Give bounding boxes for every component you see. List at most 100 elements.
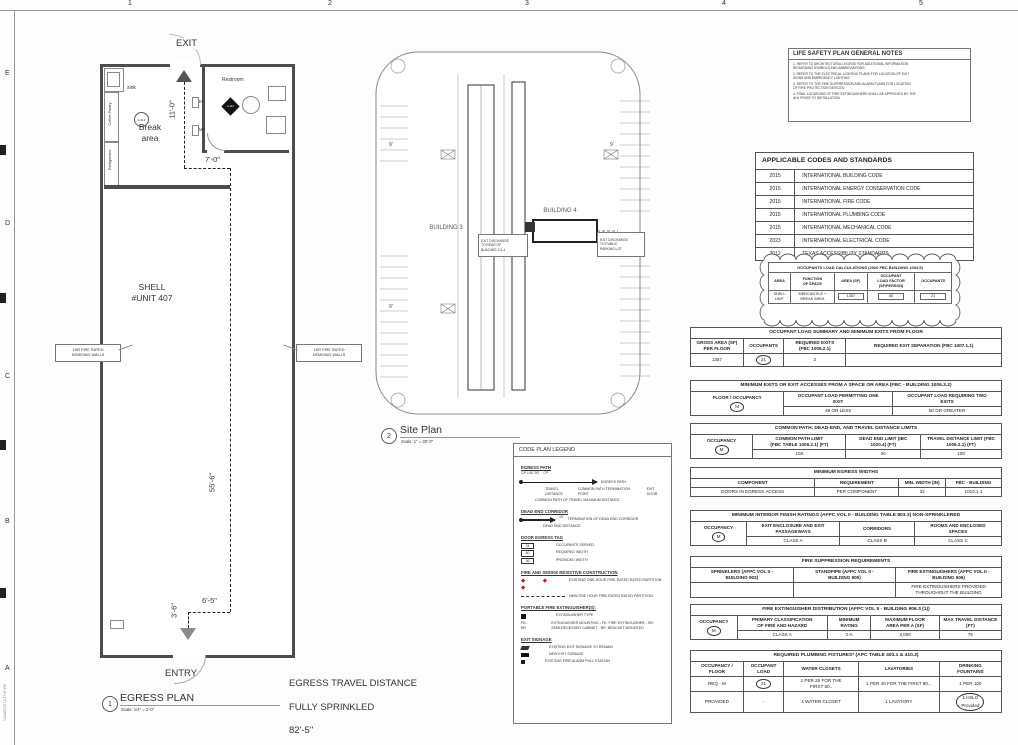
plumbing-fixtures-table: REQUIRED PLUMBING FIXTURES* (APC TABLE 4… (690, 649, 1003, 713)
ruler-line-top (0, 10, 1018, 11)
table-cell: MINIMUM RATING (826, 615, 872, 632)
egress-path-segment (188, 612, 230, 613)
restroom-bottom-wall (202, 150, 289, 153)
cp-max-distance-label: COMMON PATH OF TRAVEL MAXIMUM DISTANCE (535, 498, 620, 503)
ruler-line-left (14, 10, 15, 745)
table-cell: 2015 (754, 182, 796, 196)
table-cell: 3,000 (870, 630, 940, 641)
table-cell: CLASS A (745, 536, 841, 547)
table-title: REQUIRED PLUMBING FIXTURES* (APC TABLE 4… (690, 649, 1002, 663)
coffee-pantry-label: Coffee Pantry (108, 102, 112, 126)
table-cell: 100 (752, 449, 847, 460)
fe-symbol-label: FE-BR (521, 621, 527, 631)
legend-section-heading: DOOR EGRESS TAG (521, 534, 563, 540)
table-cell: 2-A (826, 630, 872, 641)
code-plan-legend: CODE PLAN LEGEND EGRESS PATH CP 100' 50'… (513, 443, 672, 724)
sink (107, 72, 120, 87)
table-title: COMMON PATH, DEAD-END, AND TRAVEL DISTAN… (690, 422, 1002, 436)
view-number-text: 2 (387, 432, 391, 440)
fire-rated-diamonds-icon: ◆ ◆ ◆ (521, 578, 555, 592)
table-cell (792, 582, 897, 599)
table-cell: PROVIDED (690, 691, 744, 713)
table-cell: 60 (866, 289, 916, 304)
exit-door-label: EXIT DOOR (646, 486, 658, 496)
table-cell: WATER CLOSETS (783, 661, 859, 678)
table-cell: 2015 (754, 208, 796, 222)
legend-section-heading: DEAD END CORRIDOR (521, 509, 569, 515)
table-cell: 50 OR GREATER (892, 406, 1002, 417)
legend-section-heading: EGRESS PATH (521, 465, 552, 470)
table-title: APPLICABLE CODES AND STANDARDS (755, 152, 974, 170)
ruler-number: 4 (722, 0, 726, 7)
dead-end-distance-label: DEAD END DISTANCE (543, 524, 581, 529)
table-cell: DEAD END LIMIT (IBC 1020.4) (FT) (845, 434, 922, 451)
panel (110, 620, 124, 629)
egress-path-segment (184, 82, 185, 168)
cp-distance-label: CP 100' 50' (521, 471, 540, 475)
table-cell: MAXIMUM FLOOR AREA PER A (SF) (870, 615, 940, 632)
table-cell: SPRINKLERS (AFPC VOL II - BUILDING 903) (690, 567, 794, 584)
ruler-letter: C (5, 373, 11, 380)
shell-unit-label: SHELL #UNIT 407 (131, 282, 173, 304)
interior-finish-table: MINIMUM INTERIOR FINISH RATINGS (AFPC VO… (690, 509, 1003, 547)
table-cell: CLASS C (913, 536, 1003, 547)
egress-path-segment (230, 168, 231, 612)
break-area-wall (104, 185, 230, 189)
ruler-tick (0, 440, 6, 450)
door-tag-required: 50 (521, 550, 534, 557)
restroom-left-wall (202, 66, 205, 153)
table-cell: 1 PER 25 FOR THE FIRST 50.. (783, 676, 859, 693)
ep-label: EP (199, 99, 205, 104)
room-tag-label: A-113 (227, 104, 234, 108)
existing-exit-sign-icon (520, 645, 530, 650)
ruler-letter: B (5, 518, 10, 525)
table-cell: 1357 (690, 353, 744, 368)
occupant-load-calc-table: OCCUPANTS LOAD CALCULATIONS (2020 FBC BU… (768, 261, 952, 304)
extinguisher-mounting-label: EXTINGUISHER MOUNTING - FE: FIRE EXTINGU… (551, 621, 654, 631)
exit-discharge-public-text: EXIT DISCHARGE TO PUBLIC PARKING LOT (600, 238, 628, 251)
door-tag-occupants: 24 (521, 542, 534, 550)
view-number-2: 2 (381, 428, 397, 444)
table-cell: 21 (914, 289, 952, 304)
general-notes: LIFE SAFETY PLAN GENERAL NOTES 1. REFER … (788, 48, 971, 122)
demising-wall-note-left: 1HR FIRE RATED DEMISING WALLS (55, 344, 121, 362)
table-cell: DRINKING FOUNTAINS (938, 661, 1003, 678)
table-cell: FUNCTION OF SPACE (789, 272, 835, 291)
table-cell: OCCUPANT LOAD FACTOR (SF/PERSON) (866, 272, 916, 291)
table-cell: - (742, 691, 785, 713)
table-cell (845, 353, 1002, 368)
table-title: FIRE SUPPRESSION REQUIREMENTS (690, 555, 1002, 569)
dimension-6-5: 6'-5" (202, 596, 217, 605)
site-plan-scale: Scale: 1" = 30'-0" (401, 439, 434, 444)
table-cell: ROOMS AND ENCLOSED SPACES (913, 521, 1003, 538)
table-cell: 21 (742, 676, 785, 693)
building3-label: BUILDING 3 (429, 225, 463, 231)
egress-plan-title: EGRESS PLAN (120, 692, 195, 704)
exit-discharge-rear-text: EXIT DISCHARGE TO REAR OF BUILDING 3 & 4 (481, 239, 509, 252)
table-cell: TRAVEL DISTANCE LIMIT (FBC 1006.2.1) (FT… (920, 434, 1002, 451)
room-tag-label: A-113 (137, 117, 146, 122)
table-cell: 1 HI/LO Provided (938, 691, 1003, 713)
table-cell: INTERNATIONAL MECHANICAL CODE (794, 221, 974, 235)
egress-plan-scale: Scale: 1/4" = 1'-0" (121, 707, 155, 712)
exit-label: EXIT (176, 38, 198, 49)
table-cell: 1 PER 40 FOR THE FIRST 80... (857, 676, 940, 693)
table-cell: OCCUPANTS (914, 272, 952, 291)
title-underline (120, 705, 280, 706)
legend-section-heading: FIRE AND SMOKE RESISTIVE CONSTRUCTION (521, 570, 618, 576)
provided-width-label: PROVIDED WIDTH (556, 557, 588, 562)
restroom-door-opening (207, 150, 224, 153)
table-cell: 2023 (754, 234, 796, 248)
ruler-number: 5 (919, 0, 923, 7)
table-cell: 2 (783, 353, 847, 368)
exit-discharge-public-note: EXIT DISCHARGE TO PUBLIC PARKING LOT (597, 232, 645, 257)
table-cell: OCCUPANT LOAD PERMITTING ONE EXIT (783, 391, 894, 408)
stall-dim: 9' (389, 304, 393, 310)
sink-label: sink (127, 85, 136, 91)
